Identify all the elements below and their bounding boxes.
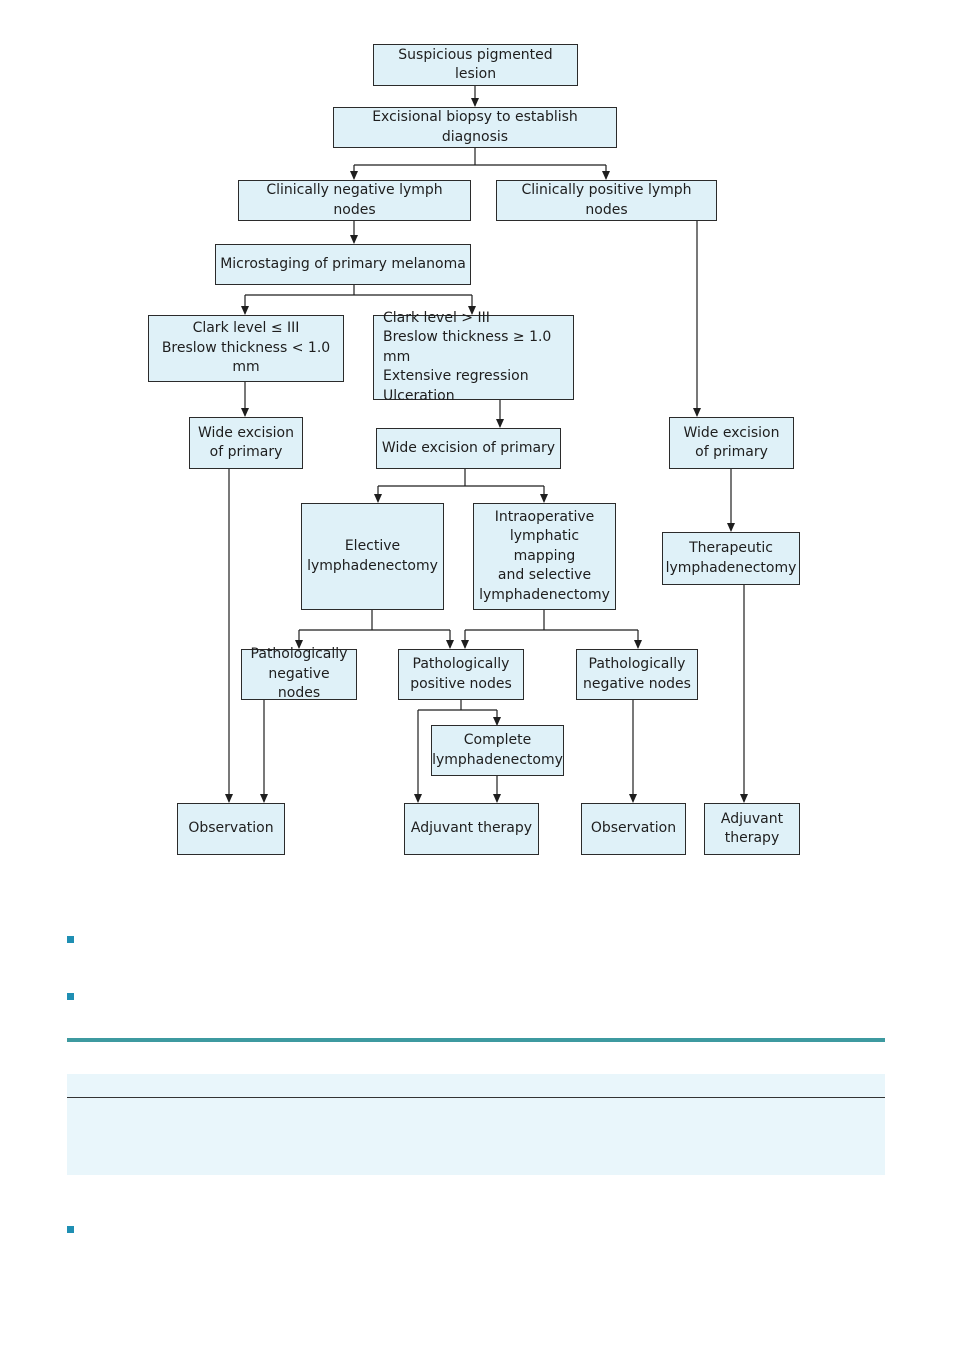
node-wide-excision-middle: Wide excision of primary bbox=[376, 428, 561, 469]
node-intraoperative-mapping: Intraoperative lymphatic mapping and sel… bbox=[473, 503, 616, 610]
node-excisional-biopsy: Excisional biopsy to establish diagnosis bbox=[333, 107, 617, 148]
bullet-marker bbox=[67, 993, 74, 1000]
table-header-rule bbox=[67, 1097, 885, 1098]
node-suspicious-lesion: Suspicious pigmented lesion bbox=[373, 44, 578, 86]
node-observation-left: Observation bbox=[177, 803, 285, 855]
node-path-negative-left: Pathologically negative nodes bbox=[241, 646, 357, 701]
node-clinically-positive: Clinically positive lymph nodes bbox=[496, 180, 717, 221]
node-wide-excision-left: Wide excision of primary bbox=[189, 417, 303, 469]
node-clinically-negative: Clinically negative lymph nodes bbox=[238, 180, 471, 221]
bullet-marker bbox=[67, 1226, 74, 1233]
node-path-negative-right: Pathologically negative nodes bbox=[576, 649, 698, 700]
node-clark-low: Clark level ≤ III Breslow thickness < 1.… bbox=[148, 315, 344, 382]
table-body-band bbox=[67, 1098, 885, 1175]
node-path-positive: Pathologically positive nodes bbox=[398, 649, 524, 700]
node-complete-lymphadenectomy: Complete lymphadenectomy bbox=[431, 725, 564, 776]
node-wide-excision-right: Wide excision of primary bbox=[669, 417, 794, 469]
node-therapeutic-lymphadenectomy: Therapeutic lymphadenectomy bbox=[662, 532, 800, 585]
table-header-band bbox=[67, 1074, 885, 1097]
node-adjuvant-right: Adjuvant therapy bbox=[704, 803, 800, 855]
flowchart-connectors bbox=[225, 86, 748, 803]
node-microstaging: Microstaging of primary melanoma bbox=[215, 244, 471, 285]
node-observation-right: Observation bbox=[581, 803, 686, 855]
node-clark-high: Clark level > III Breslow thickness ≥ 1.… bbox=[373, 310, 574, 404]
bullet-marker bbox=[67, 936, 74, 943]
section-divider bbox=[67, 1038, 885, 1042]
node-elective-lymphadenectomy: Elective lymphadenectomy bbox=[301, 503, 444, 610]
node-adjuvant-middle: Adjuvant therapy bbox=[404, 803, 539, 855]
